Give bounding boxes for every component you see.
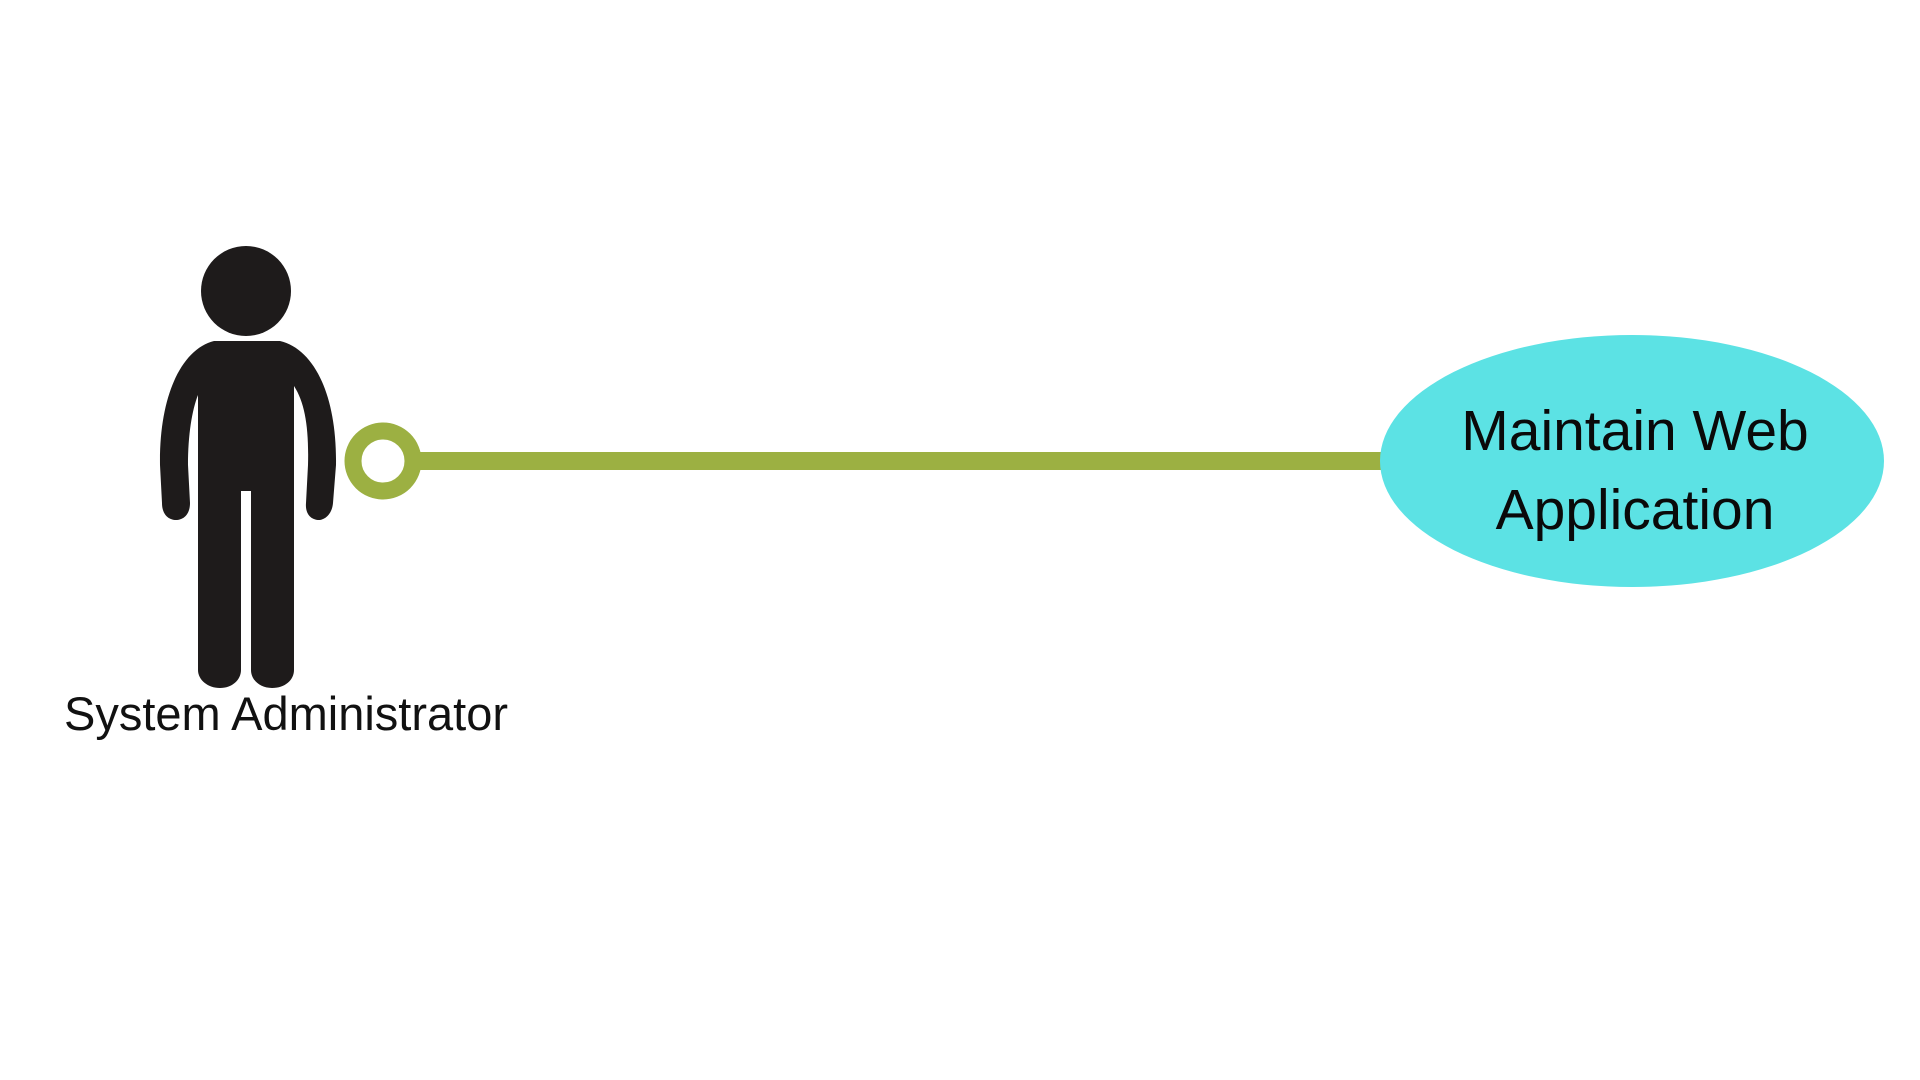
actor-head (201, 246, 291, 336)
association-end-circle (344, 422, 422, 500)
actor-body (159, 341, 337, 688)
use-case-label-line2: Application (1495, 478, 1775, 542)
actor-label: System Administrator (63, 687, 509, 740)
use-case-label-line1: Maintain Web (1461, 399, 1809, 463)
person-icon (159, 246, 337, 688)
use-case-ellipse[interactable] (1380, 335, 1884, 587)
use-case-label: Maintain Web Application (1385, 392, 1885, 550)
